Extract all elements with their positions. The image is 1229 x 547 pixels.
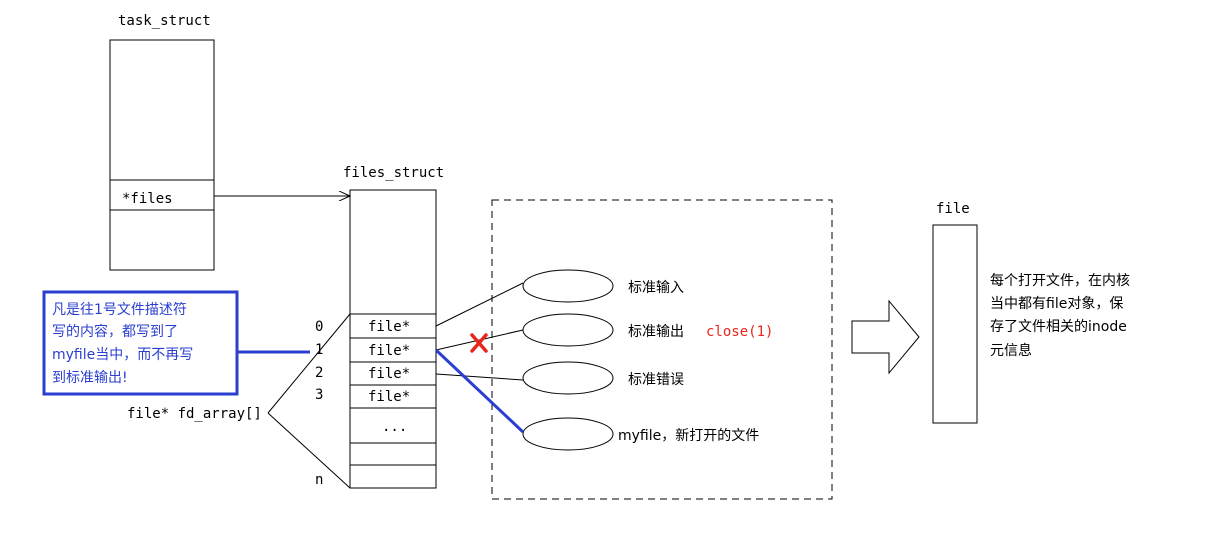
fd-slot-ellipsis: ... — [382, 419, 407, 435]
fd-index-1: 1 — [315, 342, 323, 358]
file-description-line-4: 元信息 — [990, 342, 1032, 359]
fd-slot-1: file* — [368, 343, 410, 359]
fd2-link — [435, 373, 524, 381]
fd1-new-link — [434, 348, 525, 434]
fd-index-n: n — [315, 472, 323, 488]
files-struct-title: files_struct — [343, 165, 444, 181]
open-files-region — [491, 199, 833, 500]
annotation-line-4: 到标准输出! — [52, 370, 128, 386]
fd-index-0: 0 — [315, 319, 323, 335]
stderr-label: 标准错误 — [628, 372, 684, 388]
fd-slot-2: file* — [368, 366, 410, 382]
fd-slot-3: file* — [368, 389, 410, 405]
task-struct-box — [109, 39, 215, 271]
stdin-file-object — [522, 269, 614, 303]
file-description-line-1: 每个打开文件，在内核 — [990, 272, 1130, 289]
fd-slot-0: file* — [368, 319, 410, 335]
files-struct-box — [349, 189, 437, 489]
stdout-label: 标准输出 — [628, 324, 684, 340]
stdout-file-object — [522, 313, 614, 347]
file-object-title: file — [936, 201, 970, 217]
close-cross-icon — [470, 333, 488, 353]
big-arrow-icon — [851, 299, 920, 375]
annotation-box — [42, 290, 239, 396]
fd0-link — [435, 282, 524, 327]
annotation-line-2: 写的内容，都写到了 — [52, 323, 178, 340]
annotation-line-3: myfile当中，而不再写 — [52, 347, 193, 363]
file-description-line-3: 存了文件相关的inode — [990, 319, 1127, 335]
myfile-file-object — [522, 417, 614, 451]
myfile-label: myfile，新打开的文件 — [618, 427, 759, 444]
files-field-label: *files — [122, 191, 173, 207]
file-object-box — [932, 224, 978, 424]
fd-array-label: file* fd_array[] — [127, 406, 262, 422]
annotation-line-1: 凡是往1号文件描述符 — [52, 302, 187, 318]
stdin-label: 标准输入 — [628, 280, 684, 296]
fd-index-2: 2 — [315, 365, 323, 381]
fd-index-3: 3 — [315, 387, 323, 403]
close-call-label: close(1) — [706, 324, 773, 340]
file-description-line-2: 当中都有file对象，保 — [990, 296, 1123, 312]
stderr-file-object — [522, 361, 614, 395]
task-struct-title: task_struct — [118, 13, 211, 29]
fd-array-bracket — [267, 313, 351, 489]
